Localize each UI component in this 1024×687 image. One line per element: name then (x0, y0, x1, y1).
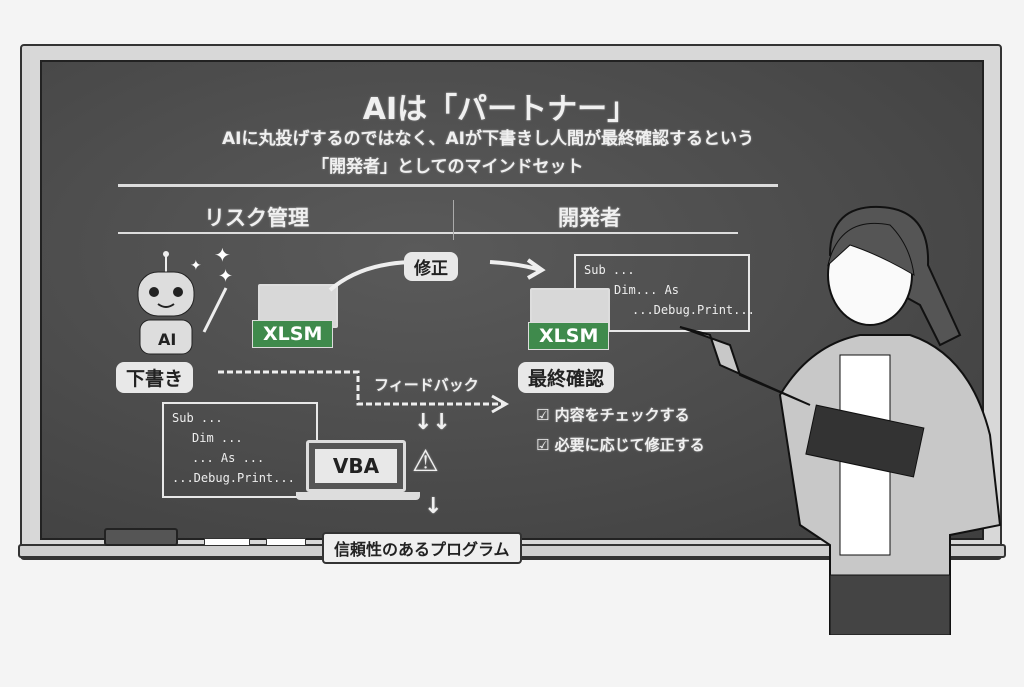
down-arrow-icon: ↓ (424, 494, 443, 519)
svg-text:✦: ✦ (190, 258, 202, 274)
left-heading: リスク管理 (204, 206, 309, 230)
code-line: Dim... As (614, 283, 680, 297)
xlsm-file-label: XLSM (528, 322, 610, 350)
svg-text:✦: ✦ (218, 266, 233, 287)
final-check-label: 最終確認 (518, 362, 615, 393)
checkbox-checked-icon: ☑ (536, 406, 555, 424)
checklist-text: 必要に応じて修正する (554, 436, 705, 454)
checklist-item: ☑ 必要に応じて修正する (536, 434, 705, 455)
robot-icon: ✦✦✦ (137, 248, 233, 355)
code-snippet-right: Sub ... Dim... As ...Debug.Print... (574, 254, 755, 332)
divider (118, 184, 778, 187)
result-label: 信頼性のあるプログラム (322, 532, 522, 564)
page-title: AIは「パートナー」 (362, 92, 638, 127)
code-line: Sub ... (584, 263, 635, 277)
subtitle-line-2: 「開発者」としてのマインドセット (312, 157, 584, 177)
laptop-base (296, 492, 420, 500)
laptop-icon: VBA (306, 440, 406, 492)
fix-label: 修正 (404, 252, 458, 281)
checklist-text: 内容をチェックする (554, 406, 690, 424)
feedback-arrow (218, 370, 510, 414)
code-snippet-left: Sub ... Dim ... ... As ... ...Debug.Prin… (162, 402, 318, 498)
code-line: Dim ... (192, 431, 243, 445)
eraser-icon (104, 528, 178, 546)
teacher-illustration (679, 205, 1002, 635)
code-line: ... As ... (192, 451, 265, 465)
subtitle-line-1: AIに丸投げするのではなく、AIが下書きし人間が最終確認するという (222, 129, 754, 149)
checklist-item: ☑ 内容をチェックする (536, 404, 690, 425)
warning-icon: ⚠ (412, 444, 439, 479)
divider (453, 200, 454, 240)
xlsm-file-label: XLSM (252, 320, 334, 348)
chalk-icon (204, 538, 250, 546)
chalk-icon (266, 538, 306, 546)
draft-label: 下書き (116, 362, 194, 393)
svg-text:✦: ✦ (214, 248, 231, 267)
divider (118, 232, 738, 234)
laptop-screen-label: VBA (315, 449, 397, 483)
down-arrows-icon: ↓↓ (414, 410, 451, 435)
code-line: ...Debug.Print... (172, 471, 295, 485)
arrow-icon (328, 258, 546, 292)
checkbox-checked-icon: ☑ (536, 436, 555, 454)
code-line: Sub ... (172, 411, 223, 425)
code-line: ...Debug.Print... (632, 303, 755, 317)
right-heading: 開発者 (558, 206, 621, 230)
robot-label: AI (158, 330, 177, 349)
feedback-label: フィードバック (374, 376, 479, 394)
